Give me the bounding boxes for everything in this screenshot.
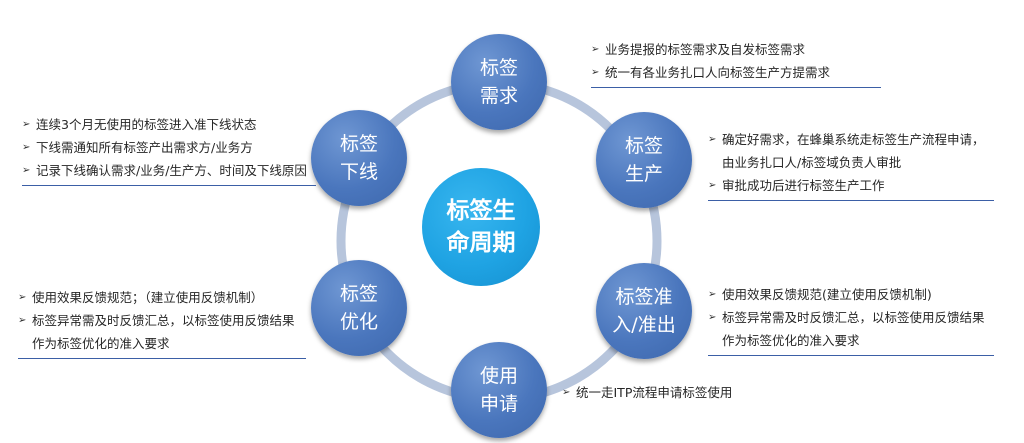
stage-admission: 标签准 入/准出: [596, 263, 692, 359]
note-item: 确定好需求，在蜂巢系统走标签生产流程申请，由业务扎口人/标签域负责人审批: [708, 128, 994, 174]
stage-apply-line1: 使用: [479, 365, 518, 387]
stage-optimize: 标签 优化: [311, 260, 407, 356]
stage-offline: 标签 下线: [311, 110, 407, 206]
note-item: 连续3个月无使用的标签进入准下线状态: [22, 113, 316, 136]
stage-demand: 标签 需求: [451, 34, 547, 130]
note-item: 下线需通知所有标签产出需求方/业务方: [22, 136, 316, 159]
stage-demand-line1: 标签: [479, 57, 518, 79]
notes-optimize: 使用效果反馈规范；（建立使用反馈机制） 标签异常需及时反馈汇总，以标签使用反馈结…: [18, 286, 306, 359]
stage-demand-line2: 需求: [479, 85, 518, 107]
note-item: 使用效果反馈规范(建立使用反馈机制): [708, 283, 994, 306]
note-item: 统一走ITP流程申请标签使用: [562, 381, 774, 404]
note-item: 标签异常需及时反馈汇总，以标签使用反馈结果作为标签优化的准入要求: [708, 306, 994, 352]
stage-offline-line2: 下线: [339, 161, 378, 183]
stage-apply: 使用 申请: [451, 342, 547, 438]
stage-production: 标签 生产: [596, 112, 692, 208]
note-item: 业务提报的标签需求及自发标签需求: [591, 38, 881, 61]
notes-admission: 使用效果反馈规范(建立使用反馈机制) 标签异常需及时反馈汇总，以标签使用反馈结果…: [708, 283, 994, 356]
stage-admission-line1: 标签准: [615, 286, 673, 308]
stage-production-line2: 生产: [624, 163, 663, 185]
center-title-line2: 命周期: [446, 230, 516, 256]
note-item: 记录下线确认需求/业务/生产方、时间及下线原因: [22, 159, 316, 182]
center-title-line1: 标签生: [446, 198, 516, 224]
note-item: 使用效果反馈规范；（建立使用反馈机制）: [18, 286, 306, 309]
stage-production-line1: 标签: [624, 135, 663, 157]
stage-optimize-line1: 标签: [339, 283, 378, 305]
notes-production: 确定好需求，在蜂巢系统走标签生产流程申请，由业务扎口人/标签域负责人审批 审批成…: [708, 128, 994, 201]
stage-optimize-line2: 优化: [339, 311, 378, 333]
stage-apply-line2: 申请: [479, 393, 518, 415]
notes-demand: 业务提报的标签需求及自发标签需求 统一有各业务扎口人向标签生产方提需求: [591, 38, 881, 88]
note-item: 标签异常需及时反馈汇总，以标签使用反馈结果作为标签优化的准入要求: [18, 309, 306, 355]
stage-admission-line2: 入/准出: [612, 314, 676, 336]
notes-offline: 连续3个月无使用的标签进入准下线状态 下线需通知所有标签产出需求方/业务方 记录…: [22, 113, 316, 186]
note-item: 统一有各业务扎口人向标签生产方提需求: [591, 61, 881, 84]
notes-apply: 统一走ITP流程申请标签使用: [562, 381, 774, 407]
lifecycle-center: 标签生 命周期: [422, 168, 540, 286]
note-item: 审批成功后进行标签生产工作: [708, 174, 994, 197]
stage-offline-line1: 标签: [339, 133, 378, 155]
